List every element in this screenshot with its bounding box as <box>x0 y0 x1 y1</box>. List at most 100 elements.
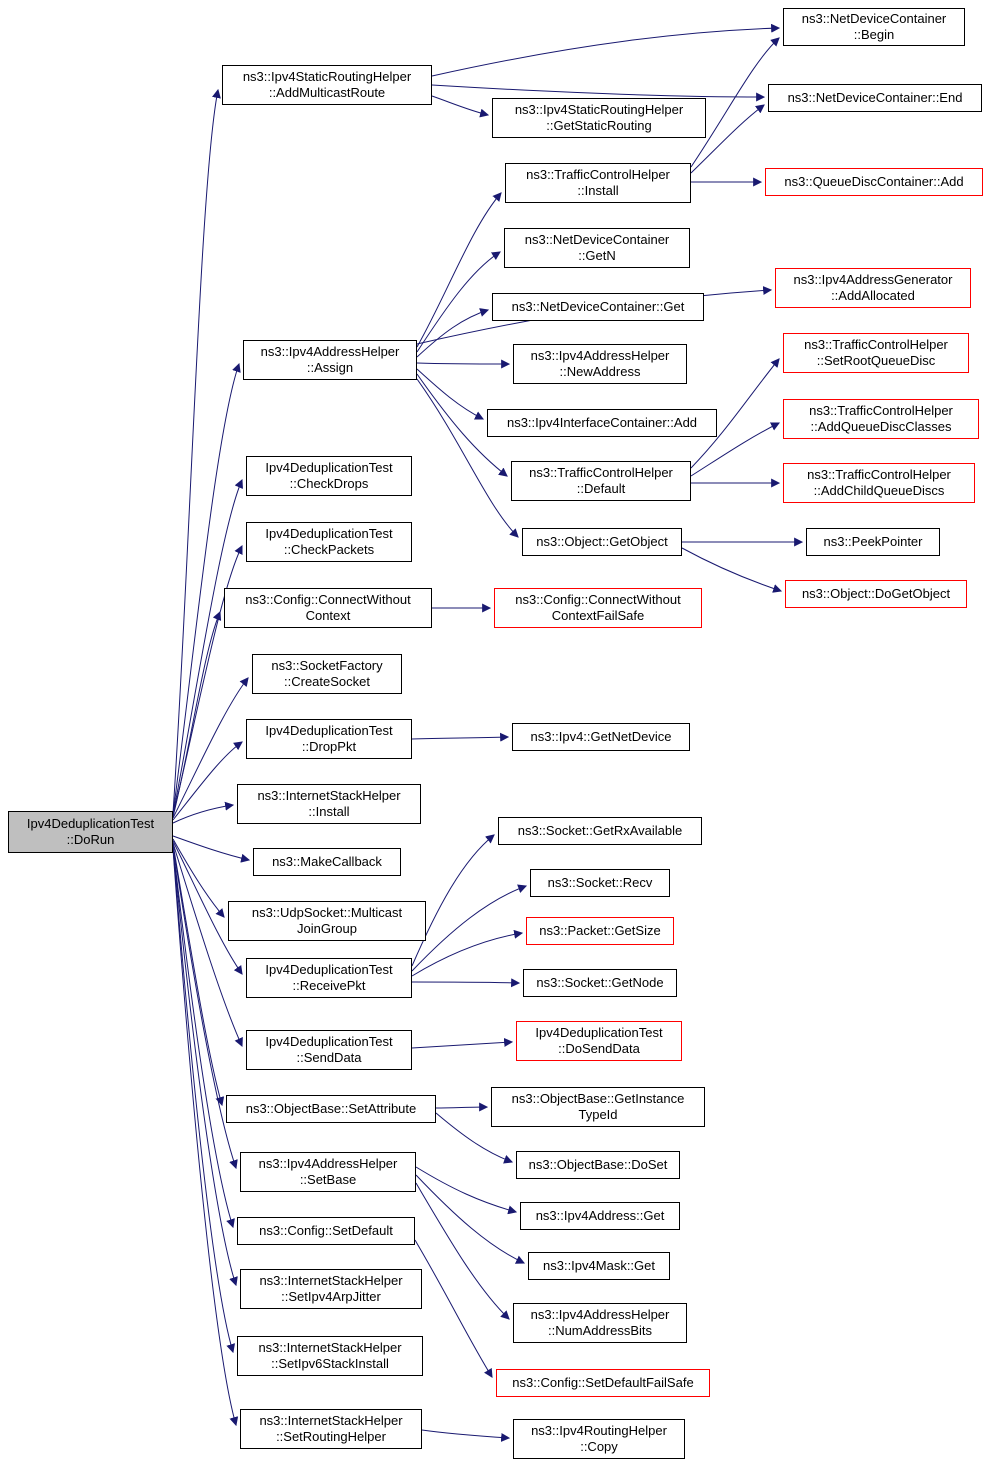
node-set-default[interactable]: ns3::Config::SetDefault <box>237 1217 415 1245</box>
node-set-default-label: ns3::Config::SetDefault <box>259 1223 393 1238</box>
node-get-rx-available-label: ns3::Socket::GetRxAvailable <box>517 823 683 838</box>
edge-dorun-set-ipv6-stack-install <box>172 847 236 1354</box>
edge-tch-install-end <box>690 104 765 174</box>
edge-set-base-ipv4address-get <box>415 1166 518 1215</box>
node-new-address[interactable]: ns3::Ipv4AddressHelper ::NewAddress <box>513 344 687 384</box>
node-receive-pkt[interactable]: Ipv4DeduplicationTest ::ReceivePkt <box>246 958 412 998</box>
node-set-routing-helper[interactable]: ns3::InternetStackHelper ::SetRoutingHel… <box>240 1409 422 1449</box>
node-tch-default[interactable]: ns3::TrafficControlHelper ::Default <box>511 461 691 501</box>
node-ipv4mask-get[interactable]: ns3::Ipv4Mask::Get <box>528 1252 670 1280</box>
node-tch-default-label: ns3::TrafficControlHelper ::Default <box>529 465 673 496</box>
edge-tch-install-begin <box>690 37 780 168</box>
node-set-base-label: ns3::Ipv4AddressHelper ::SetBase <box>258 1156 398 1187</box>
edge-dorun-check-packets <box>172 544 243 817</box>
edge-receive-pkt-get-rx-available <box>411 834 495 967</box>
node-connect-without-context[interactable]: ns3::Config::ConnectWithout Context <box>224 588 432 628</box>
node-assign[interactable]: ns3::Ipv4AddressHelper ::Assign <box>243 340 417 380</box>
node-make-callback[interactable]: ns3::MakeCallback <box>253 848 401 876</box>
edge-add-multicast-route-get-static-routing <box>431 95 490 118</box>
node-get-instance-type-id-label: ns3::ObjectBase::GetInstance TypeId <box>511 1091 685 1122</box>
edge-dorun-set-default <box>172 845 235 1229</box>
edge-set-base-num-address-bits <box>415 1182 510 1320</box>
node-end-label: ns3::NetDeviceContainer::End <box>787 90 963 105</box>
node-drop-pkt-label: Ipv4DeduplicationTest ::DropPkt <box>265 723 393 754</box>
node-new-address-label: ns3::Ipv4AddressHelper ::NewAddress <box>530 348 670 379</box>
edge-assign-iic-add <box>416 368 485 420</box>
node-set-routing-helper-label: ns3::InternetStackHelper ::SetRoutingHel… <box>259 1413 403 1444</box>
node-do-send-data[interactable]: Ipv4DeduplicationTest ::DoSendData <box>516 1021 682 1061</box>
node-end[interactable]: ns3::NetDeviceContainer::End <box>768 84 982 112</box>
node-tch-install-label: ns3::TrafficControlHelper ::Install <box>526 167 670 198</box>
node-get-rx-available[interactable]: ns3::Socket::GetRxAvailable <box>498 817 702 845</box>
node-set-root-queue-disc[interactable]: ns3::TrafficControlHelper ::SetRootQueue… <box>783 333 969 373</box>
edge-dorun-set-ipv4-arp-jitter <box>172 846 238 1287</box>
node-set-root-queue-disc-label: ns3::TrafficControlHelper ::SetRootQueue… <box>804 337 948 368</box>
node-set-ipv4-arp-jitter-label: ns3::InternetStackHelper ::SetIpv4ArpJit… <box>259 1273 403 1304</box>
node-copy[interactable]: ns3::Ipv4RoutingHelper ::Copy <box>513 1419 685 1459</box>
edge-assign-ndc-get <box>416 308 490 358</box>
node-get-node[interactable]: ns3::Socket::GetNode <box>523 969 677 997</box>
edge-dorun-check-drops <box>172 478 243 816</box>
node-get-static-routing[interactable]: ns3::Ipv4StaticRoutingHelper ::GetStatic… <box>492 98 706 138</box>
node-add-queue-disc-classes-label: ns3::TrafficControlHelper ::AddQueueDisc… <box>809 403 953 434</box>
edge-dorun-assign <box>172 362 241 815</box>
node-send-data[interactable]: Ipv4DeduplicationTest ::SendData <box>246 1030 412 1070</box>
node-begin[interactable]: ns3::NetDeviceContainer ::Begin <box>783 8 965 46</box>
node-tch-install[interactable]: ns3::TrafficControlHelper ::Install <box>505 163 691 203</box>
node-num-address-bits[interactable]: ns3::Ipv4AddressHelper ::NumAddressBits <box>513 1303 687 1343</box>
node-cwc-failsafe[interactable]: ns3::Config::ConnectWithout ContextFailS… <box>494 588 702 628</box>
node-recv-label: ns3::Socket::Recv <box>547 875 653 890</box>
node-ndc-get-label: ns3::NetDeviceContainer::Get <box>511 299 685 314</box>
node-set-ipv6-stack-install-label: ns3::InternetStackHelper ::SetIpv6StackI… <box>258 1340 402 1371</box>
node-do-get-object[interactable]: ns3::Object::DoGetObject <box>785 580 967 608</box>
node-multicast-join-group[interactable]: ns3::UdpSocket::Multicast JoinGroup <box>228 901 426 941</box>
edge-dorun-ish-install <box>172 801 235 824</box>
node-create-socket[interactable]: ns3::SocketFactory ::CreateSocket <box>252 654 402 694</box>
node-set-default-fail-safe-label: ns3::Config::SetDefaultFailSafe <box>512 1375 694 1390</box>
node-add-child-queue-discs[interactable]: ns3::TrafficControlHelper ::AddChildQueu… <box>783 463 975 503</box>
node-get-static-routing-label: ns3::Ipv4StaticRoutingHelper ::GetStatic… <box>514 102 684 133</box>
node-peek-pointer[interactable]: ns3::PeekPointer <box>806 528 940 556</box>
node-ish-install-label: ns3::InternetStackHelper ::Install <box>257 788 401 819</box>
edge-dorun-create-socket <box>172 677 249 819</box>
node-recv[interactable]: ns3::Socket::Recv <box>530 869 670 897</box>
node-dorun: Ipv4DeduplicationTest ::DoRun <box>8 811 173 853</box>
node-set-base[interactable]: ns3::Ipv4AddressHelper ::SetBase <box>240 1152 416 1192</box>
node-iic-add-label: ns3::Ipv4InterfaceContainer::Add <box>506 415 698 430</box>
node-add-queue-disc-classes[interactable]: ns3::TrafficControlHelper ::AddQueueDisc… <box>783 399 979 439</box>
node-set-default-fail-safe[interactable]: ns3::Config::SetDefaultFailSafe <box>496 1369 710 1397</box>
edge-add-multicast-route-end <box>431 84 766 102</box>
node-add-multicast-route[interactable]: ns3::Ipv4StaticRoutingHelper ::AddMultic… <box>222 65 432 105</box>
node-create-socket-label: ns3::SocketFactory ::CreateSocket <box>271 658 383 689</box>
node-dorun-label: Ipv4DeduplicationTest ::DoRun <box>26 816 155 847</box>
node-queuedisc-add[interactable]: ns3::QueueDiscContainer::Add <box>765 168 983 196</box>
node-do-set[interactable]: ns3::ObjectBase::DoSet <box>516 1151 680 1179</box>
edge-dorun-drop-pkt <box>172 741 243 821</box>
edge-receive-pkt-recv <box>411 884 528 972</box>
node-drop-pkt[interactable]: Ipv4DeduplicationTest ::DropPkt <box>246 719 412 759</box>
node-iic-add[interactable]: ns3::Ipv4InterfaceContainer::Add <box>487 409 717 437</box>
node-queuedisc-add-label: ns3::QueueDiscContainer::Add <box>784 174 964 189</box>
edge-set-attribute-get-instance-type-id <box>435 1102 489 1112</box>
edge-tch-default-add-queue-disc-classes <box>690 422 781 477</box>
node-get-size[interactable]: ns3::Packet::GetSize <box>526 917 674 945</box>
node-set-ipv4-arp-jitter[interactable]: ns3::InternetStackHelper ::SetIpv4ArpJit… <box>240 1269 422 1309</box>
node-get-instance-type-id[interactable]: ns3::ObjectBase::GetInstance TypeId <box>491 1087 705 1127</box>
edge-assign-tch-default <box>416 373 508 477</box>
node-ish-install[interactable]: ns3::InternetStackHelper ::Install <box>237 784 421 824</box>
node-check-drops-label: Ipv4DeduplicationTest ::CheckDrops <box>265 460 393 491</box>
edge-assign-get-object <box>416 378 519 538</box>
node-check-packets[interactable]: Ipv4DeduplicationTest ::CheckPackets <box>246 522 412 562</box>
node-do-get-object-label: ns3::Object::DoGetObject <box>801 586 951 601</box>
node-getn[interactable]: ns3::NetDeviceContainer ::GetN <box>504 228 690 268</box>
node-check-drops[interactable]: Ipv4DeduplicationTest ::CheckDrops <box>246 456 412 496</box>
node-set-attribute[interactable]: ns3::ObjectBase::SetAttribute <box>226 1095 436 1123</box>
node-get-node-label: ns3::Socket::GetNode <box>536 975 664 990</box>
node-get-object[interactable]: ns3::Object::GetObject <box>522 528 682 556</box>
node-ndc-get[interactable]: ns3::NetDeviceContainer::Get <box>492 293 704 321</box>
node-add-allocated[interactable]: ns3::Ipv4AddressGenerator ::AddAllocated <box>775 268 971 308</box>
node-ipv4address-get[interactable]: ns3::Ipv4Address::Get <box>520 1202 680 1230</box>
node-set-ipv6-stack-install[interactable]: ns3::InternetStackHelper ::SetIpv6StackI… <box>237 1336 423 1376</box>
node-get-net-device[interactable]: ns3::Ipv4::GetNetDevice <box>512 723 690 751</box>
